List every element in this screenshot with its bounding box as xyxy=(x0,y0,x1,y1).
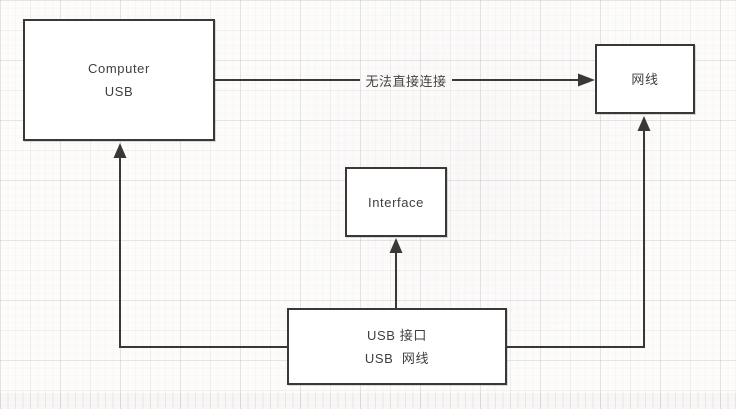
arrowhead-up-icon xyxy=(113,143,127,158)
node-label: USB 网线 xyxy=(364,350,430,366)
connector-adapter-to-interface[interactable] xyxy=(389,238,403,308)
arrowhead-right-icon xyxy=(578,73,595,87)
grid-texture-strip xyxy=(0,393,736,409)
arrowhead-up-icon xyxy=(637,116,651,131)
connector-computer-to-cable[interactable] xyxy=(215,73,595,87)
node-label: USB 接口 xyxy=(367,327,427,343)
node-interface[interactable]: Interface xyxy=(345,167,447,237)
node-label: 网线 xyxy=(631,71,659,87)
node-usb-adapter[interactable]: USB 接口 USB 网线 xyxy=(287,308,507,385)
arrowhead-up-icon xyxy=(389,238,403,253)
node-label: USB xyxy=(104,84,134,99)
connector-adapter-to-cable[interactable] xyxy=(507,116,651,348)
connector-adapter-to-computer[interactable] xyxy=(113,143,288,348)
node-network-cable[interactable]: 网线 xyxy=(595,44,695,114)
node-label: Computer xyxy=(88,61,150,76)
node-label: Interface xyxy=(368,194,424,210)
node-computer-usb[interactable]: Computer USB xyxy=(23,19,215,141)
edge-label-direct-connection[interactable]: 无法直接连接 xyxy=(365,74,447,89)
